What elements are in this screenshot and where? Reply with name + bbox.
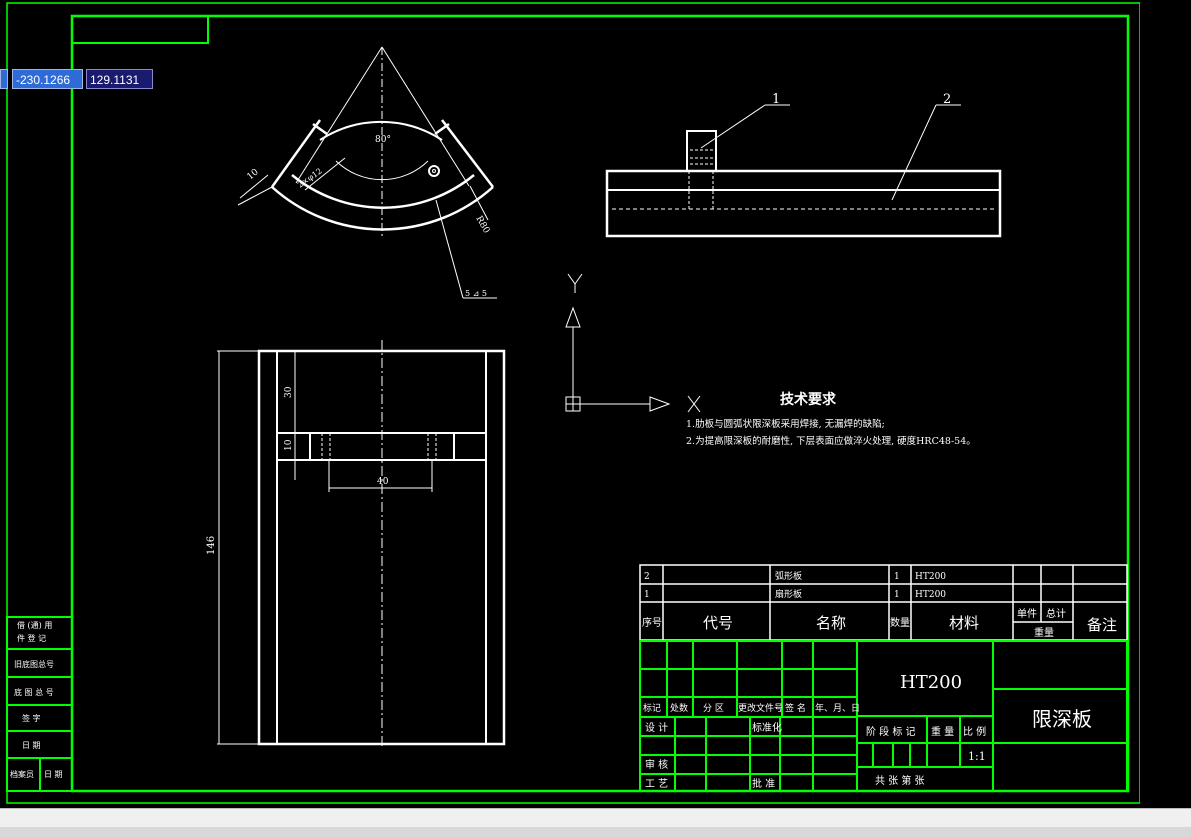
label-standard: 标准化 xyxy=(752,721,782,734)
dim-40: 40 xyxy=(377,477,389,487)
bom-row2-name: 弧形板 xyxy=(775,570,802,582)
side-view xyxy=(605,104,1002,238)
bom-header-material: 材料 xyxy=(949,614,979,632)
title-part-name: 限深板 xyxy=(1032,707,1092,731)
rev-mark: 标记 xyxy=(643,702,661,714)
title-scale: 1:1 xyxy=(968,750,986,763)
balloon-1: 1 xyxy=(772,92,780,107)
label-review: 审 核 xyxy=(645,758,668,771)
side-row6b: 日 期 xyxy=(44,770,63,779)
dynamic-input-y[interactable]: 129.1131 xyxy=(86,69,153,89)
viewport-right-strip xyxy=(1140,0,1191,808)
label-sheets: 共 张 第 张 xyxy=(875,774,925,787)
bom-row2-no: 2 xyxy=(644,572,650,582)
status-bar xyxy=(0,808,1191,837)
side-row6: 档案员 xyxy=(10,769,34,779)
title-block xyxy=(639,640,1128,792)
bom-row1-no: 1 xyxy=(644,590,650,600)
bom-header-qty: 数量 xyxy=(890,616,910,629)
rev-zone: 分 区 xyxy=(703,703,724,714)
tech-req-line2: 2.为提高限深板的耐磨性, 下层表面应做淬火处理, 硬度HRC48-54。 xyxy=(686,435,976,447)
label-stage-mark: 阶 段 标 记 xyxy=(866,725,916,738)
label-process: 工 艺 xyxy=(645,778,668,790)
balloon-2: 2 xyxy=(943,92,951,107)
side-table xyxy=(6,616,73,792)
bom-header-total: 总计 xyxy=(1046,607,1066,620)
bom-row1-qty: 1 xyxy=(894,590,900,600)
dim-10: 10 xyxy=(284,439,294,451)
title-material: HT200 xyxy=(900,672,962,693)
side-row5: 日 期 xyxy=(22,741,41,750)
bom-row2-material: HT200 xyxy=(915,572,946,582)
bom-table xyxy=(639,564,1128,641)
rev-doc: 更改文件号 xyxy=(738,702,783,714)
tech-req-title: 技术要求 xyxy=(780,391,837,408)
label-scale: 比 例 xyxy=(963,725,986,738)
side-row1b: 件 登 记 xyxy=(17,633,46,643)
side-row4: 签 字 xyxy=(22,713,41,723)
bom-header-weight: 重量 xyxy=(1034,626,1054,639)
bom-header-unit: 单件 xyxy=(1017,608,1037,620)
bom-row1-name: 扇形板 xyxy=(775,588,802,600)
sector-view xyxy=(237,46,497,299)
side-row3: 底 图 总 号 xyxy=(14,687,54,697)
bom-header-remark: 备注 xyxy=(1087,616,1117,634)
bom-row1-material: HT200 xyxy=(915,590,946,600)
plan-view xyxy=(217,340,506,748)
bom-header-name: 名称 xyxy=(816,614,846,632)
dim-outer-radius: R80 xyxy=(473,215,491,236)
dim-30: 30 xyxy=(284,386,294,398)
label-weight: 重 量 xyxy=(931,725,954,738)
bom-row2-qty: 1 xyxy=(894,572,900,582)
dim-angle: 80° xyxy=(375,135,391,145)
weld-symbol: 5 ⊿ 5 xyxy=(465,289,487,298)
rev-sign: 签 名 xyxy=(785,702,806,714)
tech-req-line1: 1.肋板与圆弧状限深板采用焊接, 无漏焊的缺陷; xyxy=(686,418,885,430)
dynamic-input-x[interactable]: -230.1266 xyxy=(12,69,83,89)
label-design: 设 计 xyxy=(645,721,668,734)
rev-count: 处数 xyxy=(670,702,688,714)
label-approve: 批 准 xyxy=(752,777,775,790)
ucs-icon xyxy=(565,273,701,413)
coordinate-input-stub[interactable] xyxy=(0,69,8,89)
dim-146: 146 xyxy=(206,536,217,555)
side-row1: 借 (通) 用 xyxy=(17,620,52,630)
side-row2: 旧底图总号 xyxy=(14,659,54,669)
dim-thickness: 10 xyxy=(246,167,261,182)
rev-date: 年、月、日 xyxy=(815,702,860,714)
bom-header-code: 代号 xyxy=(703,614,733,632)
inner-frame xyxy=(70,14,1130,793)
bom-header-no: 序号 xyxy=(642,616,662,629)
top-left-code-box xyxy=(71,15,209,44)
